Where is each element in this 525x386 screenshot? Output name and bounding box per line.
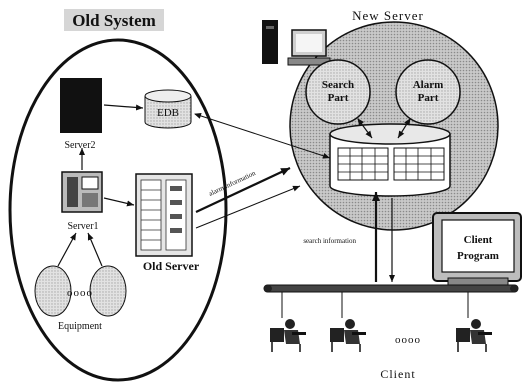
old-system-boundary	[10, 40, 226, 380]
equipment-dots: oooo	[67, 287, 93, 299]
old-server-label: Old Server	[143, 259, 200, 273]
old-server-icon	[136, 174, 192, 256]
equipment-label: Equipment	[58, 321, 102, 332]
alarm-information-label: alarm information	[207, 169, 257, 198]
alarm-part-line1: Alarm	[413, 79, 444, 91]
new-server-group: New Server Search Part Alarm Part	[262, 8, 498, 230]
client-network-group: search information Client Program	[264, 192, 521, 381]
search-part-line2: Part	[328, 92, 349, 104]
arrow-server2-to-edb	[104, 105, 143, 108]
equipment-right-icon	[90, 266, 126, 316]
new-server-title: New Server	[352, 8, 424, 23]
server2-label: Server2	[64, 140, 95, 151]
workstation-icon	[262, 20, 330, 65]
data-table-left	[338, 148, 388, 180]
server1-label: Server1	[67, 221, 98, 232]
data-table-right	[394, 148, 444, 180]
client-title: Client	[380, 367, 415, 381]
client-dots: oooo	[395, 334, 421, 346]
client-program-monitor-icon	[433, 213, 521, 285]
server2-icon	[60, 78, 102, 133]
search-information-label: search information	[303, 237, 356, 245]
search-part-line1: Search	[322, 79, 354, 91]
arrow-equipment-right-to-server1	[88, 233, 102, 266]
alarm-part-line2: Part	[418, 92, 439, 104]
edb-label: EDB	[157, 107, 179, 119]
arrow-equipment-left-to-server1	[58, 233, 76, 266]
client-program-line1: Client	[464, 234, 493, 246]
equipment-left-icon	[35, 266, 71, 316]
network-bus	[264, 285, 518, 292]
client-program-line2: Program	[457, 250, 499, 262]
client-user-icon	[456, 319, 492, 352]
old-system-title: Old System	[72, 11, 156, 30]
arrow-server1-to-old-server	[104, 198, 134, 205]
server1-icon	[62, 172, 102, 212]
client-user-icon	[270, 319, 306, 352]
client-user-icon	[330, 319, 366, 352]
old-system-group: Old System Server2 EDB Server1	[10, 9, 226, 380]
